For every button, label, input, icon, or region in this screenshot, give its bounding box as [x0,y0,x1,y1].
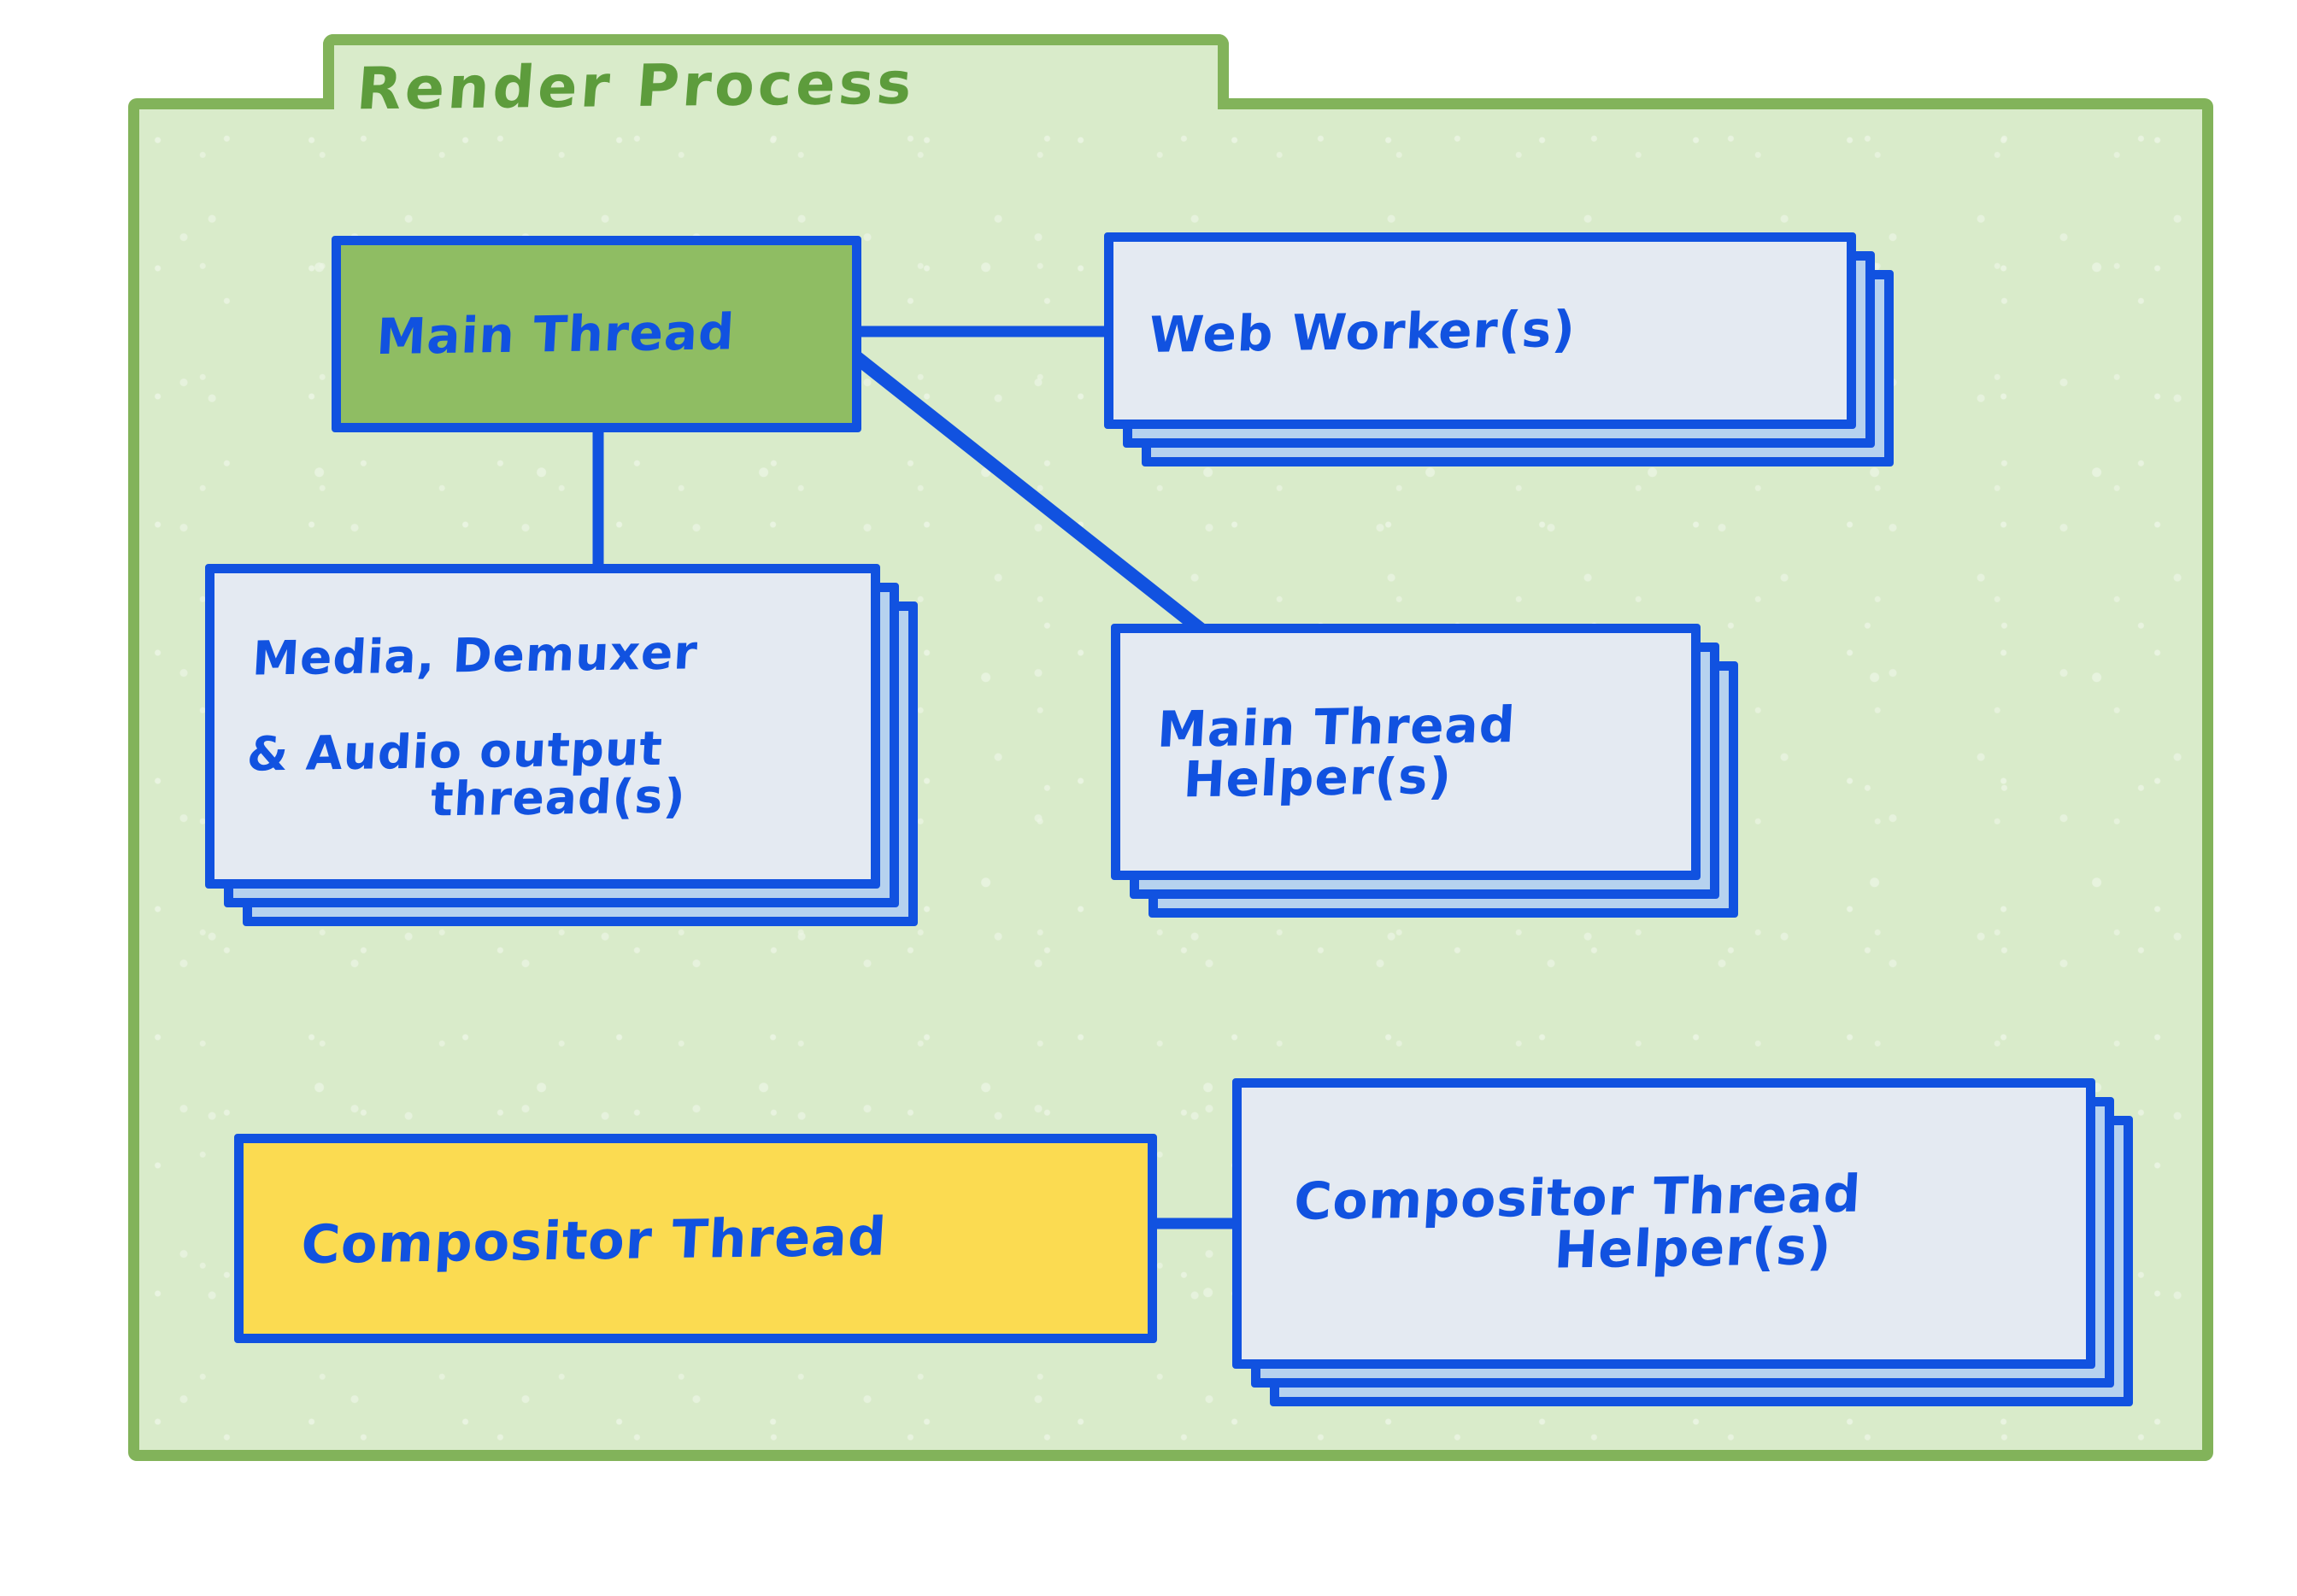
compositor-thread-card: Compositor Thread [234,1134,1157,1343]
main-thread-helper-label-line-2: Helper(s) [1182,747,1454,809]
main-thread-label: Main Thread [374,302,737,367]
main-thread-helper-card-front: Main Thread Helper(s) [1111,624,1701,880]
node-media-demuxer-audio-thread[interactable]: Media, Demuxer & Audio output thread(s) [205,564,918,926]
media-thread-card-front: Media, Demuxer & Audio output thread(s) [205,564,880,889]
page-title: Render Process [354,50,918,124]
compositor-thread-label: Compositor Thread [299,1205,889,1276]
node-compositor-thread[interactable]: Compositor Thread [234,1134,1157,1343]
main-thread-card: Main Thread [332,236,861,432]
media-thread-label: Media, Demuxer & Audio output thread(s) [240,578,855,874]
tab-seam-mask [334,91,1218,111]
node-main-thread[interactable]: Main Thread [332,236,861,432]
web-worker-label: Web Worker(s) [1147,299,1577,364]
compositor-helper-card-front: Compositor Thread Helper(s) [1232,1078,2095,1369]
media-thread-label-line-1: Media, Demuxer [250,625,700,686]
main-thread-helper-label: Main Thread Helper(s) [1150,648,1673,857]
node-compositor-thread-helper[interactable]: Compositor Thread Helper(s) [1232,1078,2133,1406]
compositor-helper-label: Compositor Thread Helper(s) [1287,1113,2068,1333]
web-worker-card-front: Web Worker(s) [1104,232,1856,429]
node-web-worker[interactable]: Web Worker(s) [1104,232,1894,466]
node-main-thread-helper[interactable]: Main Thread Helper(s) [1111,624,1738,918]
